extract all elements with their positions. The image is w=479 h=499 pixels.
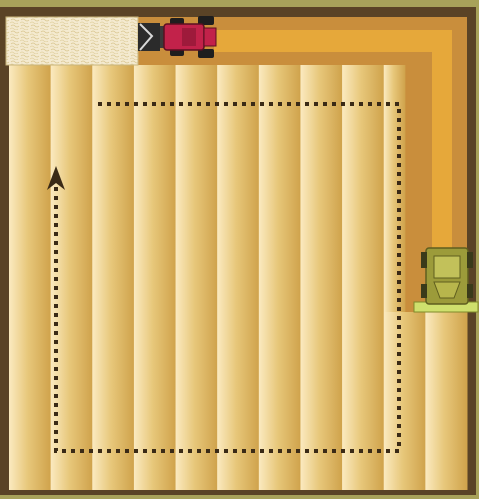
windrow-bale bbox=[6, 17, 138, 65]
crop-row bbox=[92, 65, 134, 490]
crop-row bbox=[342, 65, 384, 490]
crop-row bbox=[134, 65, 176, 490]
crop-row bbox=[259, 65, 301, 490]
crop-row bbox=[300, 65, 342, 490]
crop-row bbox=[425, 312, 467, 490]
crop-row bbox=[176, 65, 218, 490]
crop-row bbox=[9, 65, 51, 490]
crop-row bbox=[384, 312, 426, 490]
crop-row bbox=[217, 65, 259, 490]
